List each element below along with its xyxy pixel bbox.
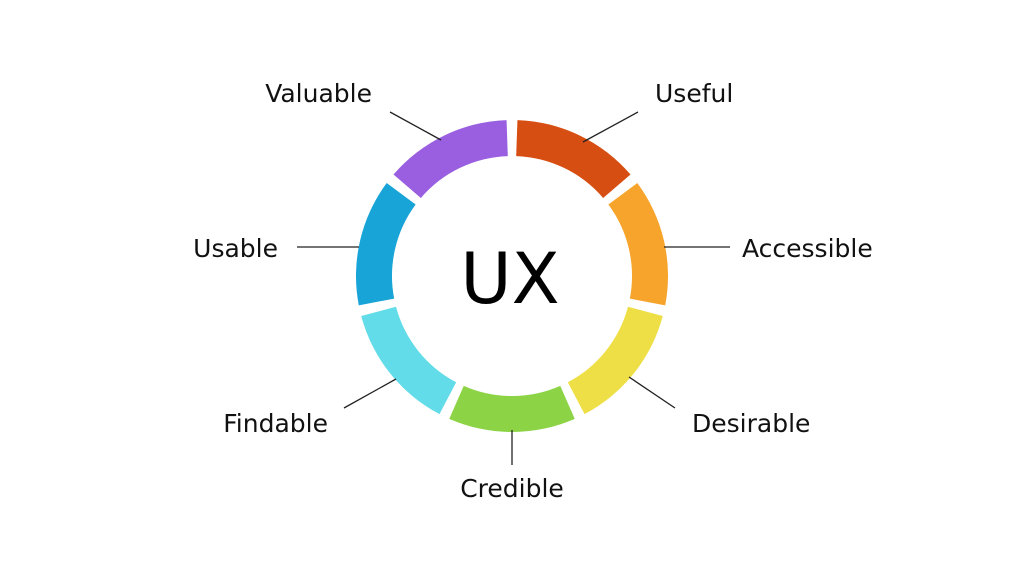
segment-valuable xyxy=(393,120,508,198)
segment-desirable xyxy=(567,306,663,415)
ring xyxy=(355,120,669,433)
label-accessible: Accessible xyxy=(742,234,873,263)
segment-usable xyxy=(355,183,416,306)
label-credible: Credible xyxy=(460,474,564,503)
leader-lines xyxy=(297,111,730,465)
segment-credible xyxy=(449,385,575,433)
leader-line-findable xyxy=(343,378,397,409)
leader-line-valuable xyxy=(389,111,442,141)
segment-findable xyxy=(361,306,457,415)
label-useful: Useful xyxy=(655,79,733,108)
label-findable: Findable xyxy=(223,409,328,438)
facet-labels: Useful Accessible Desirable Credible Fin… xyxy=(193,79,873,503)
label-usable: Usable xyxy=(193,234,278,263)
leader-line-useful xyxy=(582,111,639,143)
label-desirable: Desirable xyxy=(692,409,810,438)
leader-line-desirable xyxy=(628,376,676,409)
segment-useful xyxy=(516,120,631,198)
label-valuable: Valuable xyxy=(265,79,372,108)
center-label-ux: UX xyxy=(460,238,559,320)
segment-accessible xyxy=(608,183,669,306)
